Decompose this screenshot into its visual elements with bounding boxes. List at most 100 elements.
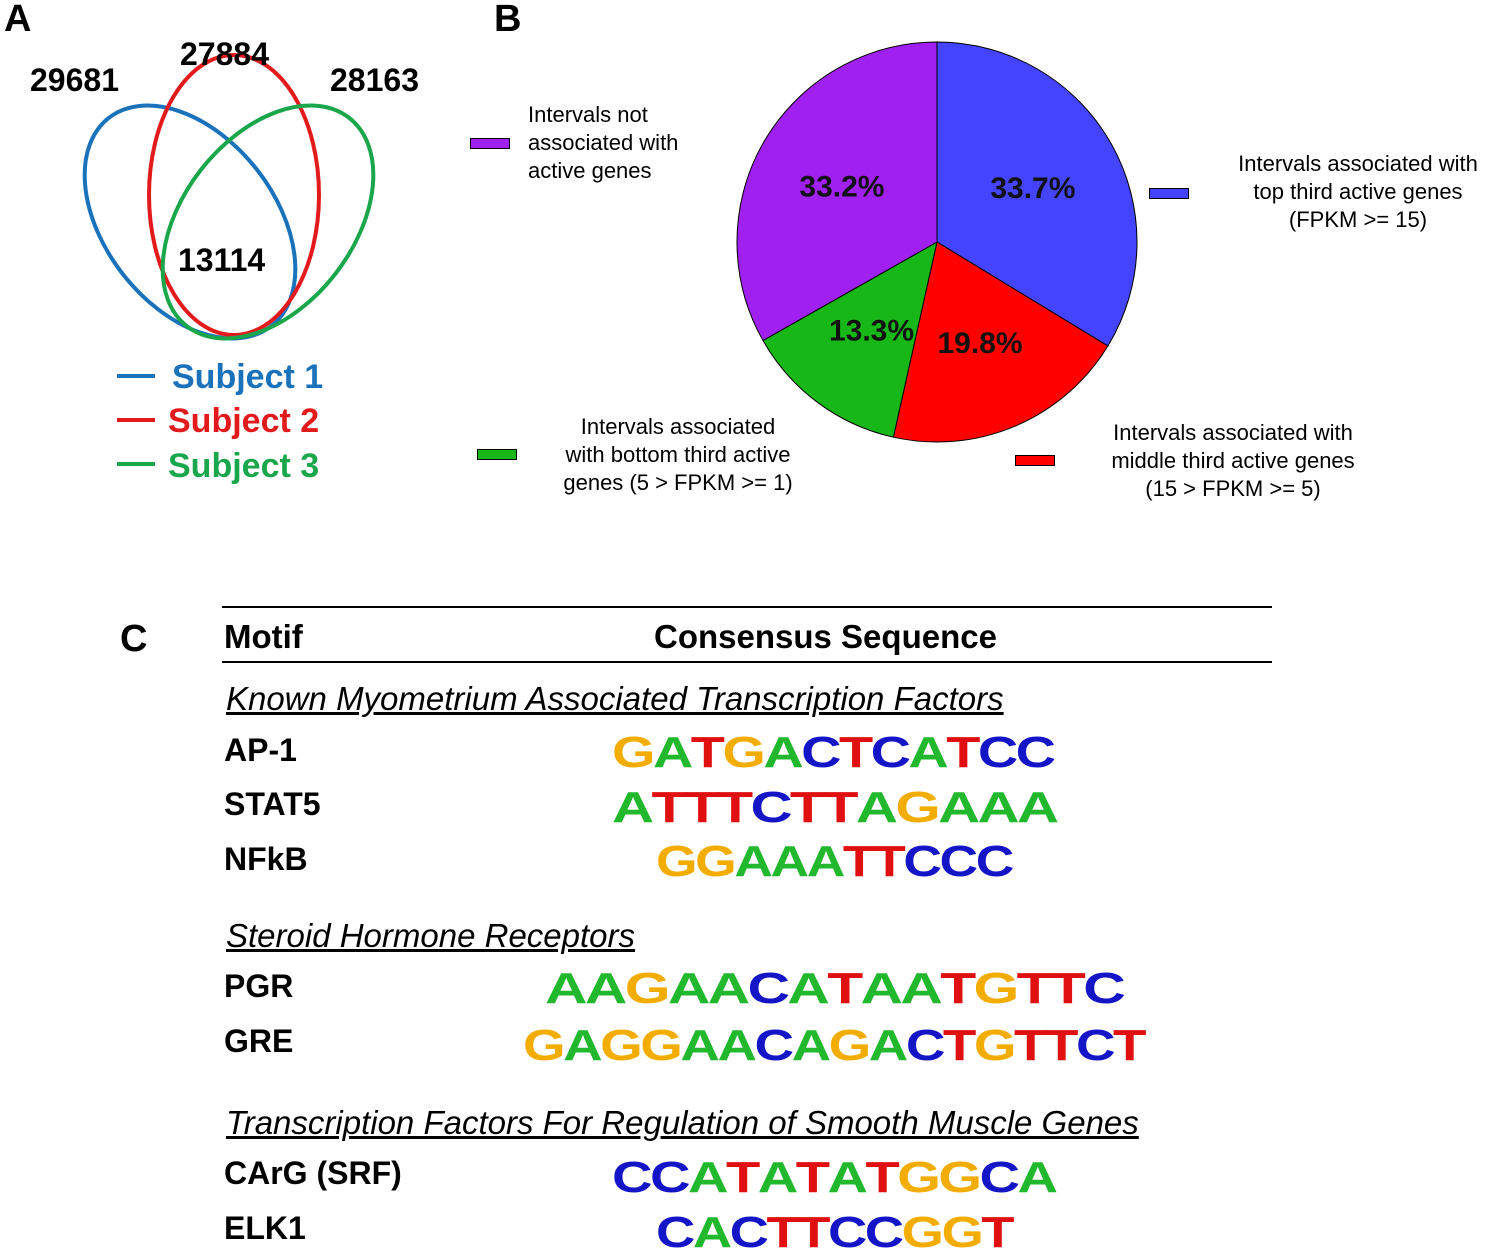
- venn-count-subject3: 28163: [330, 62, 419, 98]
- panel-label-a: A: [4, 0, 32, 40]
- logo-letter: G: [895, 783, 940, 832]
- logo-letter: A: [612, 783, 654, 832]
- sequence-logo-gre: GAGGAACAGACTGTTCT: [523, 1021, 1146, 1071]
- motif-name-stat5: STAT5: [224, 786, 321, 822]
- legend-line-subject2: [117, 418, 155, 422]
- logo-letter: T: [1049, 964, 1086, 1013]
- logo-letter: T: [797, 1208, 830, 1257]
- pie-slice: [936, 41, 1138, 347]
- logo-letter: C: [1015, 728, 1056, 777]
- logo-letter: G: [523, 1021, 566, 1070]
- logo-letter: G: [624, 964, 671, 1013]
- logo-letter: A: [787, 964, 830, 1013]
- pie-chart: 33.7% 19.8% 13.3% 33.2%: [736, 41, 1138, 443]
- venn-count-subject2: 27884: [180, 36, 269, 72]
- logo-letter: A: [563, 1021, 603, 1070]
- panel-label-b: B: [494, 0, 522, 40]
- logo-letter: G: [901, 1208, 944, 1257]
- logo-letter: A: [717, 1021, 757, 1070]
- legend-line: (15 > FPKM >= 5): [1145, 476, 1321, 501]
- logo-letter: C: [939, 837, 979, 886]
- logo-letter: G: [973, 1021, 1017, 1070]
- legend-label-bottom-third: Intervals associated with bottom third a…: [530, 413, 826, 497]
- logo-letter: T: [684, 783, 720, 832]
- logo-letter: A: [1017, 783, 1059, 832]
- logo-letter: T: [1013, 1021, 1047, 1070]
- logo-letter: C: [864, 1208, 904, 1257]
- logo-letter: A: [977, 783, 1020, 832]
- column-header-consensus: Consensus Sequence: [654, 618, 997, 655]
- logo-letter: A: [806, 837, 846, 886]
- logo-letter: G: [640, 1021, 683, 1070]
- logo-letter: A: [868, 1021, 909, 1070]
- motif-name-pgr: PGR: [224, 968, 294, 1004]
- legend-label-subject3: Subject 3: [168, 447, 320, 485]
- logo-letter: T: [795, 1153, 830, 1202]
- logo-letter: T: [789, 783, 826, 832]
- venn-diagram: [82, 53, 376, 341]
- logo-letter: A: [860, 964, 904, 1013]
- logo-letter: C: [656, 1208, 695, 1257]
- logo-letter: G: [656, 837, 698, 886]
- sequence-logo-elk1: CACTTCCGGT: [656, 1208, 1015, 1258]
- logo-letter: G: [828, 1021, 872, 1070]
- sequence-logo-carg: CCATATATGGCA: [612, 1153, 1059, 1203]
- legend-line: Intervals not: [528, 102, 648, 127]
- legend-line: Intervals associated: [580, 414, 776, 439]
- logo-letter: C: [754, 1021, 795, 1070]
- section-title-smooth-muscle: Transcription Factors For Regulation of …: [226, 1104, 1139, 1141]
- logo-letter: C: [1075, 1021, 1116, 1070]
- logo-letter: A: [584, 964, 628, 1013]
- logo-letter: T: [1044, 1021, 1078, 1070]
- section-title-myometrium: Known Myometrium Associated Transcriptio…: [226, 680, 1004, 717]
- logo-letter: A: [545, 964, 588, 1013]
- logo-letter: C: [977, 728, 1018, 777]
- legend-label-top-third: Intervals associated with top third acti…: [1210, 150, 1500, 234]
- logo-letter: T: [838, 728, 873, 777]
- logo-letter: A: [687, 1153, 729, 1202]
- logo-letter: G: [612, 728, 656, 777]
- pie-slice-label: 33.7%: [990, 172, 1075, 205]
- legend-line: top third active genes: [1253, 179, 1463, 204]
- pie-slice: [762, 241, 938, 438]
- logo-letter: C: [801, 728, 841, 777]
- pie-slice-label: 33.2%: [799, 171, 884, 204]
- logo-letter: G: [941, 1208, 983, 1257]
- logo-letter: T: [942, 1021, 976, 1070]
- logo-letter: C: [870, 728, 911, 777]
- legend-line-subject1: [117, 374, 155, 378]
- logo-letter: A: [770, 837, 810, 886]
- logo-letter: A: [763, 728, 803, 777]
- legend-label-subject2: Subject 2: [168, 402, 320, 440]
- logo-letter: A: [1017, 1153, 1059, 1202]
- legend-swatch-bottom-third: [477, 449, 517, 460]
- logo-letter: A: [667, 964, 711, 1013]
- logo-letter: T: [940, 964, 976, 1013]
- logo-letter: G: [695, 837, 737, 886]
- logo-letter: G: [938, 1153, 982, 1202]
- sequence-logo-ap1: GATGACTCATCC: [612, 728, 1056, 778]
- logo-letter: T: [651, 783, 687, 832]
- venn-ellipse-subject2: [147, 53, 321, 337]
- logo-letter: A: [827, 1153, 869, 1202]
- logo-letter: G: [897, 1153, 941, 1202]
- logo-letter: T: [873, 837, 906, 886]
- column-header-motif: Motif: [224, 618, 303, 655]
- legend-line: genes (5 > FPKM >= 1): [563, 470, 793, 495]
- legend-line: active genes: [528, 158, 652, 183]
- venn-count-subject1: 29681: [30, 62, 119, 98]
- logo-letter: C: [903, 837, 942, 886]
- logo-letter: T: [822, 783, 859, 832]
- venn-ellipse-subject3: [160, 103, 376, 341]
- logo-letter: T: [766, 1208, 799, 1257]
- logo-letter: C: [979, 1153, 1021, 1202]
- logo-letter: A: [680, 1021, 720, 1070]
- logo-letter: T: [946, 728, 980, 777]
- legend-label-subject1: Subject 1: [172, 358, 324, 396]
- logo-letter: T: [981, 1208, 1014, 1257]
- pie-slice-label: 13.3%: [829, 314, 914, 347]
- legend-line-subject3: [117, 462, 155, 466]
- pie-slice: [736, 41, 938, 342]
- logo-letter: A: [938, 783, 980, 832]
- pie-slice-label: 19.8%: [938, 327, 1023, 360]
